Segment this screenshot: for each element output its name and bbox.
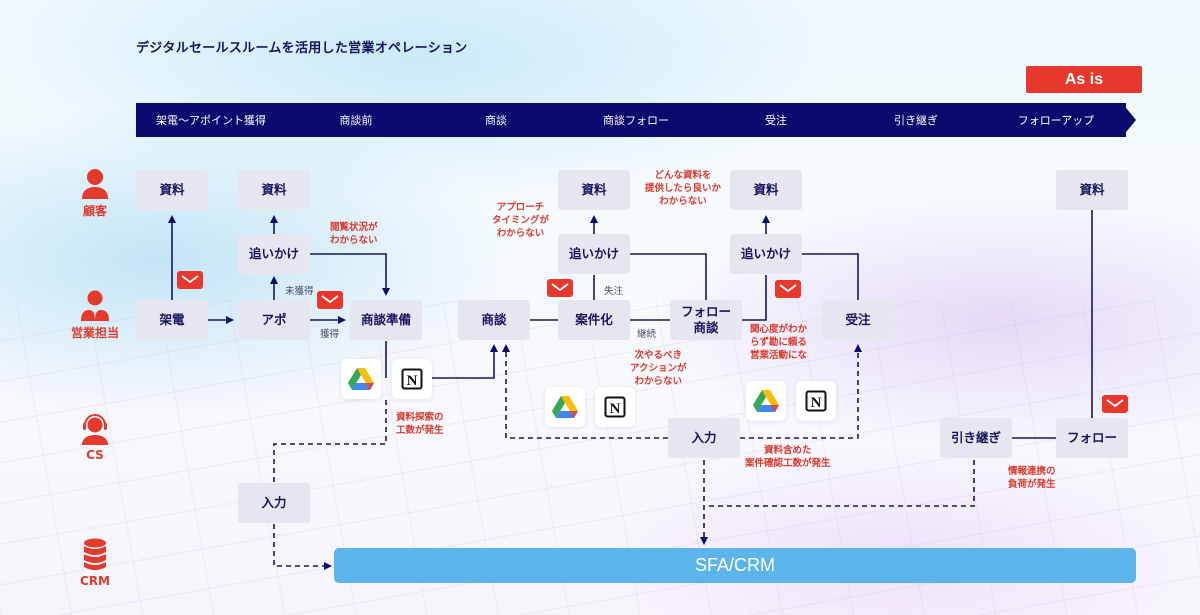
- issue-info-sharing: 情報連携の 負荷が発生: [1008, 466, 1056, 490]
- mail-icon: [547, 279, 573, 297]
- edge-chase-prep: [310, 253, 390, 296]
- node-chase-3: 追いかけ: [730, 234, 802, 274]
- role-customer-label: 顧客: [82, 204, 107, 218]
- edge-prep-input: [273, 400, 387, 482]
- role-crm: CRM: [60, 538, 130, 588]
- notion-icon: N: [796, 381, 836, 421]
- notion-icon: N: [392, 359, 432, 399]
- node-input-mid: 入力: [668, 418, 740, 458]
- issue-confirm-cost: 資料含めた 案件確認工数が発生: [745, 445, 831, 469]
- node-chase-1: 追いかけ: [238, 234, 310, 274]
- role-customer: 顧客: [60, 168, 130, 219]
- role-cs-label: CS: [86, 448, 104, 462]
- phase-meeting-follow: 商談フォロー: [566, 103, 706, 137]
- issue-view-status: 閲覧状況が わからない: [330, 222, 378, 246]
- issue-intuition: 関心度がわか らず勘に頼る 営業活動にな: [750, 324, 808, 361]
- node-doc-3: 資料: [558, 170, 630, 210]
- node-meeting: 商談: [458, 300, 530, 340]
- node-doc-1: 資料: [136, 170, 208, 210]
- issue-approach-timing: アプローチ タイミングが わからない: [492, 202, 550, 239]
- edge-follow-chase3: [742, 275, 767, 321]
- database-icon: [84, 538, 106, 570]
- google-drive-icon: [545, 387, 585, 427]
- phase-meeting: 商談: [426, 103, 566, 137]
- node-follow-meeting: フォロー 商談: [670, 300, 742, 340]
- svg-text:N: N: [610, 401, 621, 417]
- mail-icon: [317, 291, 343, 309]
- role-sales: 営業担当: [60, 290, 130, 341]
- people-icon: [81, 290, 109, 321]
- phase-order: 受注: [706, 103, 846, 137]
- edge-chase2-follow: [630, 253, 707, 300]
- mail-icon: [775, 280, 801, 298]
- person-icon: [82, 169, 108, 199]
- node-handover: 引き継ぎ: [940, 418, 1012, 458]
- edge-tools-meeting: [432, 344, 498, 379]
- phase-call-to-appointment: 架電〜アポイント獲得: [136, 103, 286, 137]
- mail-icon: [177, 271, 203, 289]
- node-chase-2: 追いかけ: [558, 234, 630, 274]
- node-follow: フォロー: [1056, 418, 1128, 458]
- sfa-crm-system: SFA/CRM: [334, 548, 1136, 583]
- node-call: 架電: [136, 300, 208, 340]
- issue-next-action: 次やるべき アクションが わからない: [630, 350, 687, 387]
- node-appointment: アポ: [238, 300, 310, 340]
- role-cs: CS: [60, 412, 130, 462]
- node-order: 受注: [822, 300, 894, 340]
- edge-input-sfa: [273, 524, 332, 570]
- headset-icon: [82, 414, 108, 445]
- notion-icon: N: [595, 387, 635, 427]
- svg-text:N: N: [811, 395, 822, 411]
- node-meeting-prep: 商談準備: [350, 300, 422, 340]
- phase-bar: 架電〜アポイント獲得 商談前 商談 商談フォロー 受注 引き継ぎ フォローアップ: [136, 103, 1136, 137]
- svg-text:N: N: [407, 373, 418, 389]
- issue-doc-search: 資料探索の 工数が発生: [396, 412, 444, 436]
- node-doc-4: 資料: [730, 170, 802, 210]
- phase-handover: 引き継ぎ: [846, 103, 986, 137]
- role-sales-label: 営業担当: [70, 326, 119, 340]
- edge-label-continue: 継続: [637, 329, 657, 340]
- page-title: デジタルセールスルームを活用した営業オペレーション: [136, 41, 468, 56]
- node-deal: 案件化: [558, 300, 630, 340]
- issue-which-doc: どんな資料を 提供したら良いか わからない: [645, 170, 722, 207]
- node-doc-5: 資料: [1056, 170, 1128, 210]
- phase-follow-up: フォローアップ: [986, 103, 1126, 137]
- edge-label-acquired: 獲得: [320, 329, 340, 340]
- node-input-cs: 入力: [238, 483, 310, 523]
- edge-chase3-order: [802, 253, 859, 300]
- edge-label-lost: 失注: [604, 286, 624, 297]
- edge-label-not-acquired: 未獲得: [285, 286, 314, 297]
- mail-icon: [1102, 395, 1128, 413]
- as-is-badge: As is: [1026, 66, 1142, 93]
- role-crm-label: CRM: [80, 574, 110, 588]
- google-drive-icon: [746, 381, 786, 421]
- phase-pre-meeting: 商談前: [286, 103, 426, 137]
- node-doc-2: 資料: [238, 170, 310, 210]
- google-drive-icon: [341, 359, 381, 399]
